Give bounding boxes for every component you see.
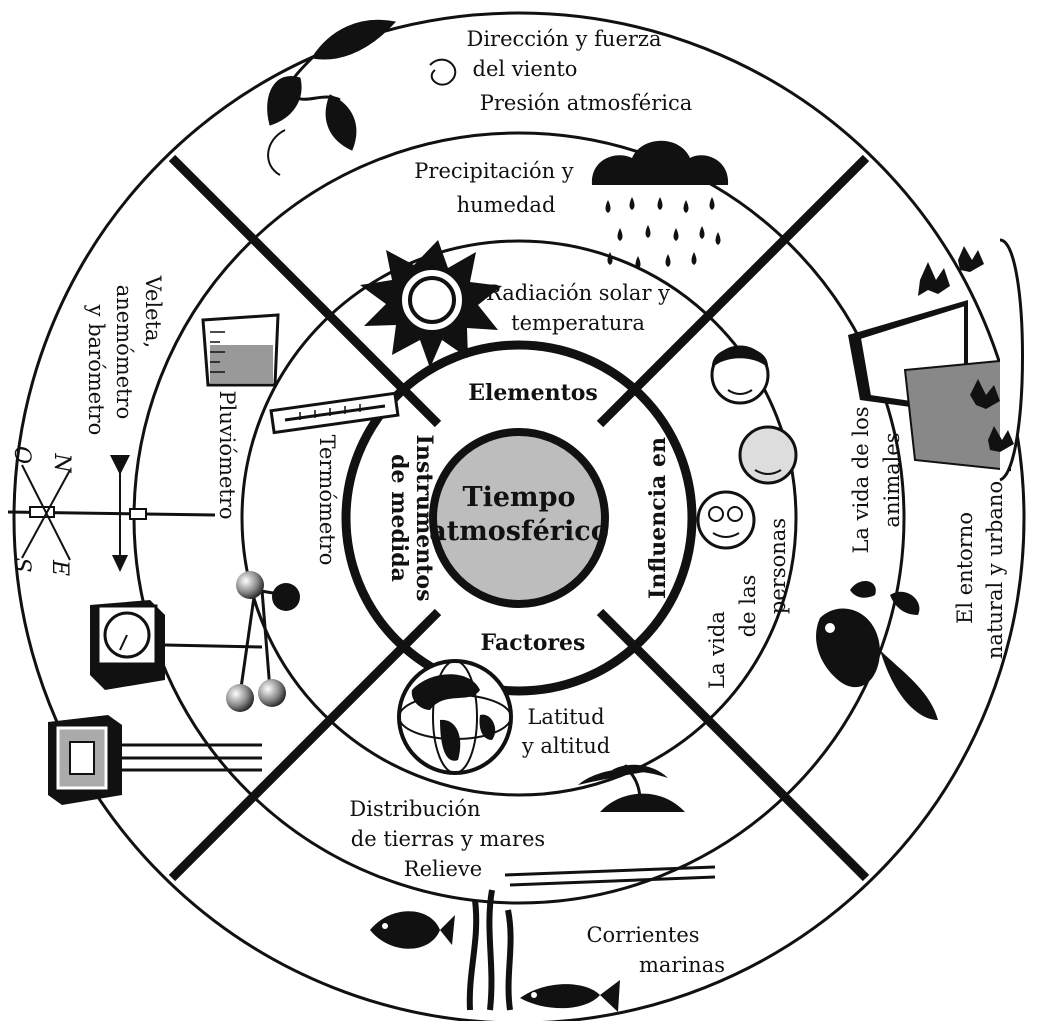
label-pressure: Presión atmosférica (480, 91, 692, 115)
center-title-line2: atmosférico (429, 516, 608, 547)
compass-east: E (47, 559, 72, 576)
marine-life-icon (370, 889, 620, 1012)
weather-vane-icon: N O S E (7, 446, 216, 576)
raindrops (605, 197, 721, 269)
thermometer-icon (269, 391, 400, 435)
compass-north: N (49, 452, 74, 473)
compass-west: O (9, 446, 34, 464)
anemometer-icon (226, 571, 300, 712)
compass-south: S (9, 557, 34, 572)
label-animals-line2: animales (880, 432, 904, 527)
label-land-line2: de tierras y mares (351, 827, 545, 851)
sector-ring (341, 340, 697, 696)
leaves-icon (267, 19, 457, 176)
label-land-line1: Distribución (349, 797, 480, 821)
label-animals-line1: La vida de los (849, 406, 873, 553)
label-precip-line2: humedad (457, 193, 556, 217)
label-instruments-line3: y barómetro (84, 304, 108, 436)
center-title-line1: Tiempo (463, 482, 576, 513)
trees-icon (918, 246, 1014, 452)
sector-instrumentos-line1: Instrumentos (411, 435, 437, 602)
label-rain-gauge: Pluviómetro (215, 390, 239, 519)
globe-icon (397, 659, 513, 775)
label-instruments-line2: anemómetro (112, 285, 136, 420)
sector-elementos: Elementos (468, 380, 598, 406)
label-currents-line2: marinas (639, 953, 725, 977)
label-people-line3: personas (766, 518, 790, 614)
label-radiation-line2: temperatura (511, 311, 645, 335)
label-instruments-line1: Veleta, (141, 275, 165, 348)
label-relief: Relieve (404, 857, 482, 881)
sun-icon (360, 240, 502, 368)
barometer-icon (90, 600, 263, 690)
rain-gauge-icon (201, 313, 280, 387)
island-icon (504, 764, 716, 887)
label-currents-line1: Corrientes (586, 923, 699, 947)
label-environment-line2: natural y urbano (983, 481, 1007, 659)
rain-cloud-icon (591, 140, 729, 269)
label-wind-line2: del viento (473, 57, 578, 81)
label-environment-line1: El entorno (953, 512, 977, 624)
label-thermometer: Termómetro (315, 435, 339, 566)
sector-instrumentos-line2: de medida (386, 454, 412, 582)
pipe-barometer-icon (48, 715, 262, 805)
center-disc (429, 428, 609, 608)
outer-ring (12, 11, 1026, 1021)
sector-dividers (168, 154, 870, 882)
label-latitude-line1: Latitud (527, 705, 604, 729)
people-faces-icon (696, 345, 798, 550)
label-precip-line1: Precipitación y (414, 159, 574, 183)
label-wind-line1: Dirección y fuerza (467, 27, 662, 51)
sector-influencia: Influencia en (645, 437, 671, 599)
label-latitude-line2: y altitud (521, 734, 610, 758)
label-people-line2: de las (736, 575, 760, 638)
inner-ring (240, 239, 798, 797)
label-people-line1: La vida (705, 611, 729, 689)
buildings-icon (848, 238, 1024, 482)
bird-plant-icon (816, 580, 938, 720)
label-radiation-line1: Radiación solar y (486, 281, 670, 305)
sector-factores: Factores (481, 630, 586, 656)
